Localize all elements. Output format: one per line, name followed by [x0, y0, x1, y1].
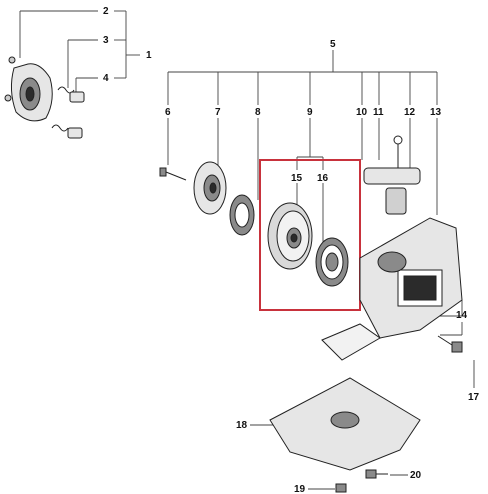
callout-18: 18 [236, 420, 248, 431]
pulley-part [193, 161, 227, 215]
recoil-spring-part [315, 237, 349, 287]
callout-5: 5 [330, 39, 336, 50]
leader-lines [19, 10, 475, 490]
starter-handle-part [363, 135, 421, 215]
bolt-part [159, 167, 187, 181]
washer-part [229, 194, 255, 236]
rewind-housing-part [4, 56, 85, 139]
highlight-box [259, 159, 361, 311]
callout-2: 2 [103, 6, 109, 17]
screw-part [437, 335, 463, 353]
callout-9: 9 [307, 107, 313, 118]
callout-3: 3 [103, 35, 109, 46]
starter-housing-part [321, 217, 463, 361]
callout-13: 13 [430, 107, 442, 118]
callout-20: 20 [410, 470, 422, 481]
callout-14: 14 [456, 310, 468, 321]
base-plate-part [269, 377, 421, 471]
callout-1: 1 [146, 50, 152, 61]
callout-12: 12 [404, 107, 416, 118]
callout-15: 15 [291, 173, 303, 184]
callout-19: 19 [294, 484, 306, 494]
rope-pulley-part [267, 202, 313, 270]
parts [4, 56, 463, 493]
callout-8: 8 [255, 107, 261, 118]
callout-10: 10 [356, 107, 368, 118]
callout-4: 4 [103, 73, 109, 84]
callout-11: 11 [373, 107, 384, 118]
callout-6: 6 [165, 107, 171, 118]
callout-16: 16 [317, 173, 329, 184]
callout-7: 7 [215, 107, 221, 118]
callout-17: 17 [468, 392, 480, 403]
callout-labels: 1 2 3 4 5 6 7 8 9 10 11 12 13 14 15 16 1… [103, 6, 480, 494]
screw-part [335, 469, 388, 493]
